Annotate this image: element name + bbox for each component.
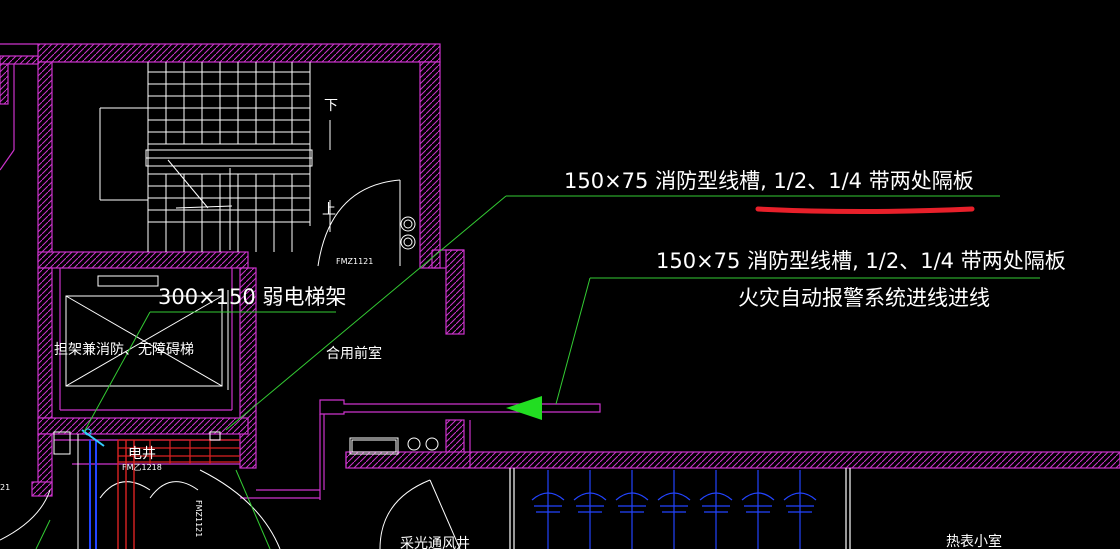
cable-fan bbox=[783, 492, 817, 513]
thin-walls bbox=[0, 43, 601, 500]
annotation-3: 300×150 弱电梯架 bbox=[158, 285, 346, 309]
leaders bbox=[35, 195, 1040, 549]
cable-fan bbox=[615, 492, 649, 513]
cable-fan bbox=[699, 492, 733, 513]
cable-drops bbox=[509, 468, 851, 549]
vent-label: 采光通风井 bbox=[400, 536, 470, 549]
wall-stair-right bbox=[419, 61, 441, 269]
cable-fan bbox=[573, 492, 607, 513]
stair-down-label: 下 bbox=[324, 98, 338, 114]
doors bbox=[0, 179, 461, 549]
cable-fan bbox=[531, 492, 565, 513]
door-tag-3: FMZ1121 bbox=[194, 500, 203, 537]
elevator-label: 担架兼消防、无障碍梯 bbox=[54, 342, 194, 358]
wall-lobby-right-low bbox=[445, 419, 465, 455]
hydrant-icons bbox=[349, 216, 439, 455]
wall-lobby-right bbox=[445, 249, 465, 335]
stairs bbox=[99, 62, 331, 252]
wall-stair-bottom bbox=[37, 251, 249, 269]
lobby-label: 合用前室 bbox=[326, 345, 382, 362]
meter-room-label: 热表小室 bbox=[946, 533, 1002, 549]
hydrant-icon bbox=[400, 234, 416, 250]
wall-corridor-bottom bbox=[345, 451, 1120, 469]
wall-post-small bbox=[31, 481, 53, 497]
annotation-1: 150×75 消防型线槽, 1/2、1/4 带两处隔板 bbox=[564, 169, 974, 193]
hydrant-icon bbox=[425, 437, 439, 451]
wall-left-post bbox=[0, 63, 9, 105]
door-tag-1: FMZ1121 bbox=[336, 257, 373, 266]
shaft-details bbox=[53, 428, 240, 549]
door-tag-4: 21 bbox=[0, 483, 10, 492]
wall-stair-top bbox=[37, 43, 441, 63]
wall-left-fragment bbox=[0, 55, 39, 65]
highlight-underline bbox=[755, 206, 975, 214]
door-tag-2: FM乙1218 bbox=[122, 463, 162, 472]
elevator-car bbox=[65, 275, 229, 390]
shaft-label: 电井 bbox=[128, 446, 156, 462]
hydrant-icon bbox=[400, 216, 416, 232]
cable-fan bbox=[741, 492, 775, 513]
walls bbox=[0, 43, 1120, 497]
annotation-2-line-2: 火灾自动报警系统进线进线 bbox=[738, 286, 990, 310]
stair-up-label: 上 bbox=[322, 202, 336, 218]
wall-elevator-left bbox=[37, 267, 53, 419]
arrow-icon bbox=[506, 396, 542, 420]
wall-stair-left bbox=[37, 61, 53, 263]
annotation-2-line-1: 150×75 消防型线槽, 1/2、1/4 带两处隔板 bbox=[656, 249, 1066, 273]
cable-fan bbox=[657, 492, 691, 513]
hydrant-icon bbox=[407, 437, 421, 451]
